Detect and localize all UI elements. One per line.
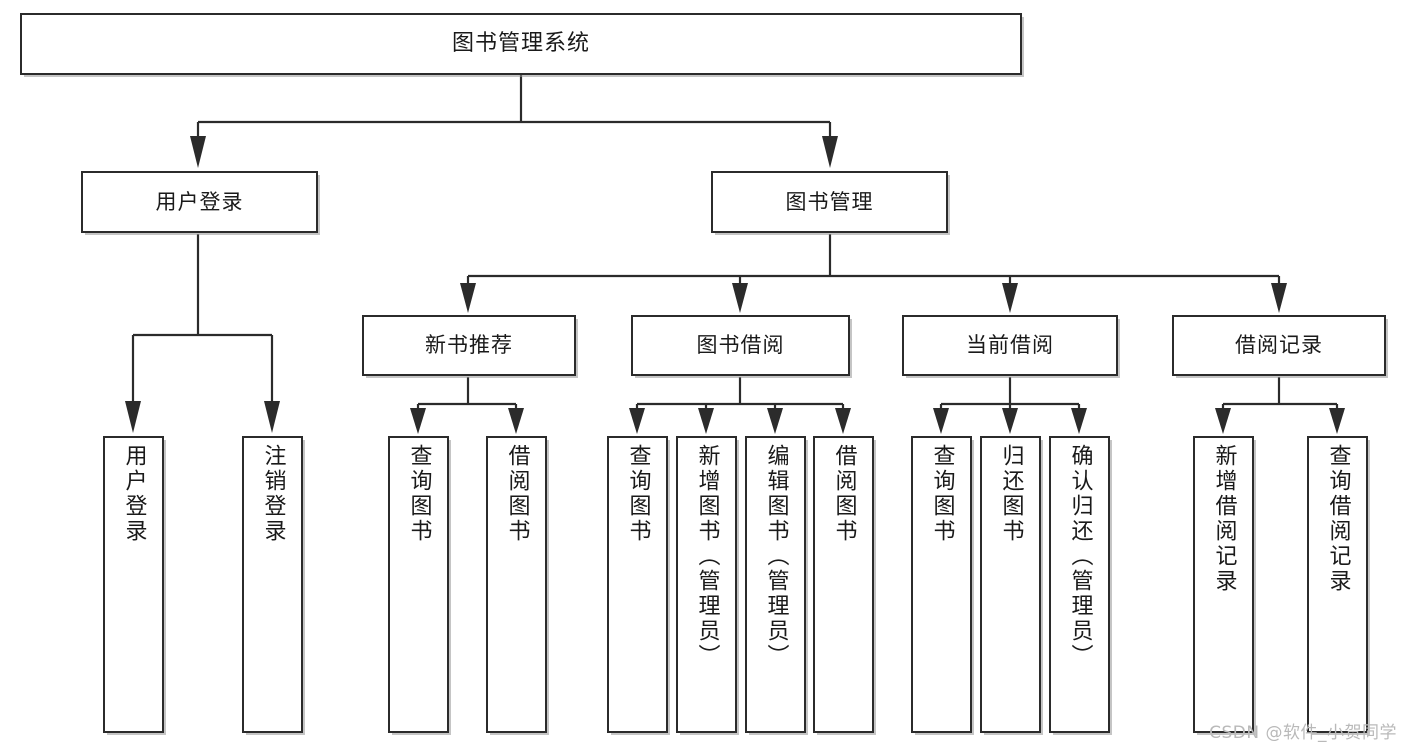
node-label: 新增图书（管理员） <box>694 444 720 669</box>
node-root-system[interactable]: 图书管理系统 <box>20 13 1022 75</box>
node-label: 查询图书 <box>625 444 651 544</box>
node-leaf-query-book-current[interactable]: 查询图书 <box>911 436 972 733</box>
node-leaf-query-book-borrow[interactable]: 查询图书 <box>607 436 668 733</box>
arrowhead-currentborrow-leaf-2 <box>1002 408 1018 434</box>
node-leaf-return-book[interactable]: 归还图书 <box>980 436 1041 733</box>
arrowhead-currentborrow-leaf-3 <box>1071 408 1087 434</box>
node-label: 用户登录 <box>155 189 244 214</box>
arrowhead-bookborrow-leaf-2 <box>698 408 714 434</box>
node-borrow-record[interactable]: 借阅记录 <box>1172 315 1386 376</box>
node-leaf-borrow-book[interactable]: 借阅图书 <box>813 436 874 733</box>
node-label: 图书管理 <box>785 189 874 214</box>
node-label: 新书推荐 <box>425 333 513 358</box>
node-label: 借阅图书 <box>831 444 857 544</box>
node-label: 借阅记录 <box>1235 333 1323 358</box>
node-leaf-add-book-admin[interactable]: 新增图书（管理员） <box>676 436 737 733</box>
arrowhead-borrowrecord-leaf-2 <box>1329 408 1345 434</box>
node-book-management[interactable]: 图书管理 <box>711 171 948 233</box>
node-current-borrow[interactable]: 当前借阅 <box>902 315 1118 376</box>
node-label: 图书管理系统 <box>451 31 590 57</box>
arrowhead-bookborrow-leaf-1 <box>629 408 645 434</box>
node-label: 图书借阅 <box>696 333 785 358</box>
node-leaf-query-borrow-record[interactable]: 查询借阅记录 <box>1307 436 1368 733</box>
node-label: 编辑图书（管理员） <box>763 444 789 669</box>
arrowhead-bookborrow-leaf-4 <box>835 408 851 434</box>
arrowhead-newbook-leaf-2 <box>508 408 524 434</box>
node-label: 借阅图书 <box>504 444 530 544</box>
node-leaf-add-borrow-record[interactable]: 新增借阅记录 <box>1193 436 1254 733</box>
arrowhead-leaf-user-login <box>125 401 141 433</box>
arrowhead-leaf-logout <box>264 401 280 433</box>
node-user-login[interactable]: 用户登录 <box>81 171 318 233</box>
arrowhead-book-manage <box>822 136 838 168</box>
arrowhead-borrowrecord-leaf-1 <box>1215 408 1231 434</box>
arrowhead-newbook-leaf-1 <box>410 408 426 434</box>
node-leaf-query-book-recommend[interactable]: 查询图书 <box>388 436 449 733</box>
node-book-borrow[interactable]: 图书借阅 <box>631 315 850 376</box>
node-leaf-edit-book-admin[interactable]: 编辑图书（管理员） <box>745 436 806 733</box>
node-label: 注销登录 <box>260 444 286 544</box>
node-label: 查询图书 <box>929 444 955 544</box>
arrowhead-current-borrow <box>1002 283 1018 313</box>
node-leaf-user-login[interactable]: 用户登录 <box>103 436 164 733</box>
arrowhead-currentborrow-leaf-1 <box>933 408 949 434</box>
arrowhead-bookborrow-leaf-3 <box>767 408 783 434</box>
node-label: 查询图书 <box>406 444 432 544</box>
node-leaf-borrow-book-recommend[interactable]: 借阅图书 <box>486 436 547 733</box>
arrowhead-borrow-record <box>1271 283 1287 313</box>
watermark-text: CSDN @软件_小贺同学 <box>1209 723 1397 743</box>
arrowhead-book-borrow <box>732 283 748 313</box>
node-label: 当前借阅 <box>966 333 1054 358</box>
node-leaf-confirm-return-admin[interactable]: 确认归还（管理员） <box>1049 436 1110 733</box>
node-leaf-logout[interactable]: 注销登录 <box>242 436 303 733</box>
node-label: 新增借阅记录 <box>1211 444 1237 594</box>
node-new-book-recommend[interactable]: 新书推荐 <box>362 315 576 376</box>
node-label: 用户登录 <box>121 444 147 544</box>
arrowhead-new-book <box>460 283 476 313</box>
node-label: 确认归还（管理员） <box>1067 444 1093 669</box>
arrowhead-user-login <box>190 136 206 168</box>
node-label: 查询借阅记录 <box>1325 444 1351 594</box>
node-label: 归还图书 <box>998 444 1024 544</box>
